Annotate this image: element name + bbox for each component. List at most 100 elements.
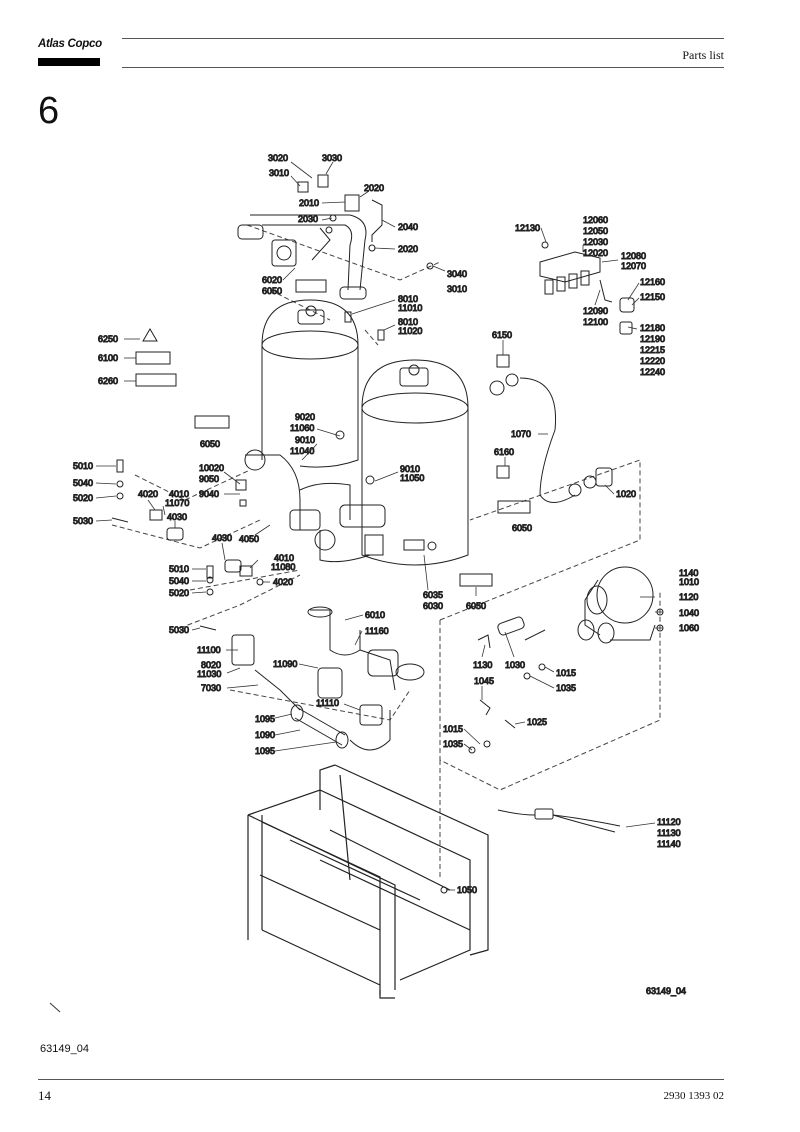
label-9020: 9020 xyxy=(295,412,315,422)
label-1095a: 1095 xyxy=(255,714,275,724)
label-1015a: 1015 xyxy=(556,668,576,678)
label-5040b: 5040 xyxy=(169,576,189,586)
label-4030b: 4030 xyxy=(212,533,232,543)
label-6050a: 6050 xyxy=(262,286,282,296)
hose-assembly xyxy=(477,373,613,729)
label-11020: 11020 xyxy=(398,326,422,336)
sensor-cable xyxy=(497,808,621,833)
label-12215: 12215 xyxy=(640,345,665,355)
label-12030: 12030 xyxy=(583,237,608,247)
atlas-copco-logo: Atlas Copco xyxy=(38,38,102,68)
label-1040: 1040 xyxy=(679,608,699,618)
label-12240: 12240 xyxy=(640,367,665,377)
page-number: 14 xyxy=(38,1088,51,1103)
label-6020: 6020 xyxy=(262,275,282,285)
label-1025: 1025 xyxy=(527,717,547,727)
label-7030: 7030 xyxy=(201,683,221,693)
label-12150: 12150 xyxy=(640,292,665,302)
label-11060: 11060 xyxy=(290,423,314,433)
label-5030b: 5030 xyxy=(169,625,189,635)
label-5010b: 5010 xyxy=(169,564,189,574)
label-11110: 11110 xyxy=(316,698,339,708)
label-4010b: 4010 xyxy=(274,553,294,563)
label-12100: 12100 xyxy=(583,317,608,327)
label-11030: 11030 xyxy=(197,669,221,679)
label-8010b: 8010 xyxy=(398,317,418,327)
brand-text: Atlas Copco xyxy=(38,38,102,50)
label-12130: 12130 xyxy=(515,223,540,233)
label-11090: 11090 xyxy=(273,659,297,669)
label-1095b: 1095 xyxy=(255,746,275,756)
label-12020: 12020 xyxy=(583,248,608,258)
label-6160: 6160 xyxy=(494,447,514,457)
label-6030: 6030 xyxy=(423,601,443,611)
label-1035b: 1035 xyxy=(443,739,463,749)
label-12220: 12220 xyxy=(640,356,665,366)
label-6250: 6250 xyxy=(98,334,118,344)
label-4020b: 4020 xyxy=(273,577,293,587)
label-1060: 1060 xyxy=(679,623,699,633)
label-3010: 3010 xyxy=(269,168,289,178)
label-12160: 12160 xyxy=(640,277,665,287)
label-12070: 12070 xyxy=(621,261,646,271)
label-9050: 9050 xyxy=(199,474,219,484)
label-3010b: 3010 xyxy=(447,284,467,294)
label-1030: 1030 xyxy=(505,660,525,670)
label-1020: 1020 xyxy=(616,489,636,499)
warning-plates xyxy=(135,279,531,587)
footer-rule xyxy=(38,1079,724,1080)
label-12060: 12060 xyxy=(583,215,608,225)
label-3030: 3030 xyxy=(322,153,342,163)
label-5020a: 5020 xyxy=(73,493,93,503)
label-1045: 1045 xyxy=(474,676,494,686)
label-6050c: 6050 xyxy=(512,523,532,533)
label-6050d: 6050 xyxy=(466,601,486,611)
label-11040: 11040 xyxy=(290,446,314,456)
label-9010b: 9010 xyxy=(400,464,420,474)
corner-mark xyxy=(49,1002,61,1013)
label-10020: 10020 xyxy=(199,463,224,473)
label-11100: 11100 xyxy=(197,645,221,655)
label-2010: 2010 xyxy=(299,198,319,208)
label-1130: 1130 xyxy=(473,660,492,670)
label-2020: 2020 xyxy=(364,183,384,193)
label-1050: 1050 xyxy=(457,885,477,895)
label-1015b: 1015 xyxy=(443,724,463,734)
label-2040: 2040 xyxy=(398,222,418,232)
label-4020a: 4020 xyxy=(138,489,158,499)
solenoid-manifold xyxy=(539,241,635,335)
label-2030: 2030 xyxy=(298,214,318,224)
label-11130: 11130 xyxy=(657,828,681,838)
label-11120: 11120 xyxy=(657,817,681,827)
tank-right xyxy=(361,359,469,566)
label-5020b: 5020 xyxy=(169,588,189,598)
label-1035a: 1035 xyxy=(556,683,576,693)
label-12090: 12090 xyxy=(583,306,608,316)
figure-reference: 63149_04 xyxy=(40,1043,89,1055)
header-rule-top xyxy=(122,38,724,39)
label-5010a: 5010 xyxy=(73,461,93,471)
label-1140: 1140 xyxy=(679,568,698,578)
label-1070: 1070 xyxy=(511,429,531,439)
support-frame xyxy=(247,764,489,999)
label-8010a: 8010 xyxy=(398,294,418,304)
part-labels: 3020 3030 3010 2010 2020 2030 2040 2020 … xyxy=(73,153,700,997)
label-5040a: 5040 xyxy=(73,478,93,488)
document-number: 2930 1393 02 xyxy=(663,1090,725,1102)
label-9010a: 9010 xyxy=(295,435,315,445)
label-12180: 12180 xyxy=(640,323,665,333)
label-11080: 11080 xyxy=(271,562,295,572)
label-11010: 11010 xyxy=(398,303,422,313)
header-rule-bottom xyxy=(122,67,724,68)
upper-manifold xyxy=(237,214,367,300)
label-9040: 9040 xyxy=(199,489,219,499)
label-11160: 11160 xyxy=(365,626,389,636)
label-6010: 6010 xyxy=(365,610,385,620)
label-12050: 12050 xyxy=(583,226,608,236)
label-6260: 6260 xyxy=(98,376,118,386)
label-5030a: 5030 xyxy=(73,516,93,526)
label-4050: 4050 xyxy=(239,534,259,544)
label-6150: 6150 xyxy=(492,330,512,340)
label-2020b: 2020 xyxy=(398,244,418,254)
small-fasteners xyxy=(111,174,664,894)
